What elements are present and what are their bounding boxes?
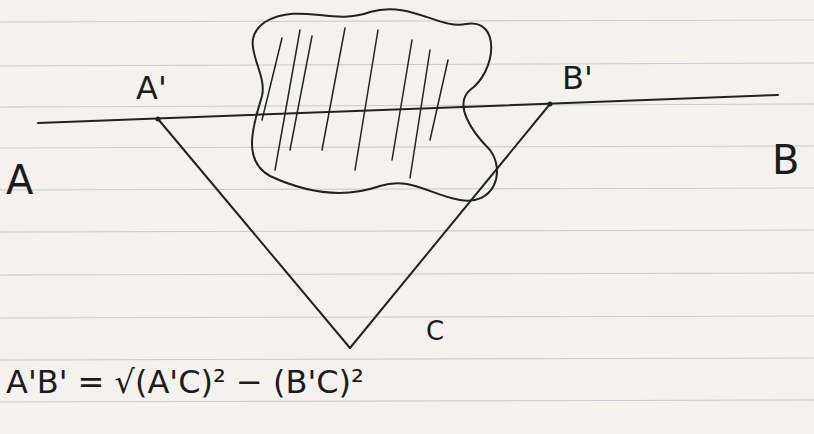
hatching xyxy=(262,28,448,178)
point-label: C xyxy=(426,318,444,344)
point-label: A' xyxy=(136,72,167,104)
line-b-prime-c xyxy=(350,104,550,348)
point-b-prime xyxy=(548,102,553,107)
line-a-prime-c xyxy=(158,119,350,348)
point-label: B' xyxy=(562,62,593,94)
point-label: B xyxy=(772,140,799,180)
obstacle-outline xyxy=(252,9,497,201)
point-label: A xyxy=(6,160,33,200)
ruled-lines xyxy=(0,20,814,402)
point-a-prime xyxy=(156,117,161,122)
formula: A'B' = √(A'C)² − (B'C)² xyxy=(6,366,364,398)
